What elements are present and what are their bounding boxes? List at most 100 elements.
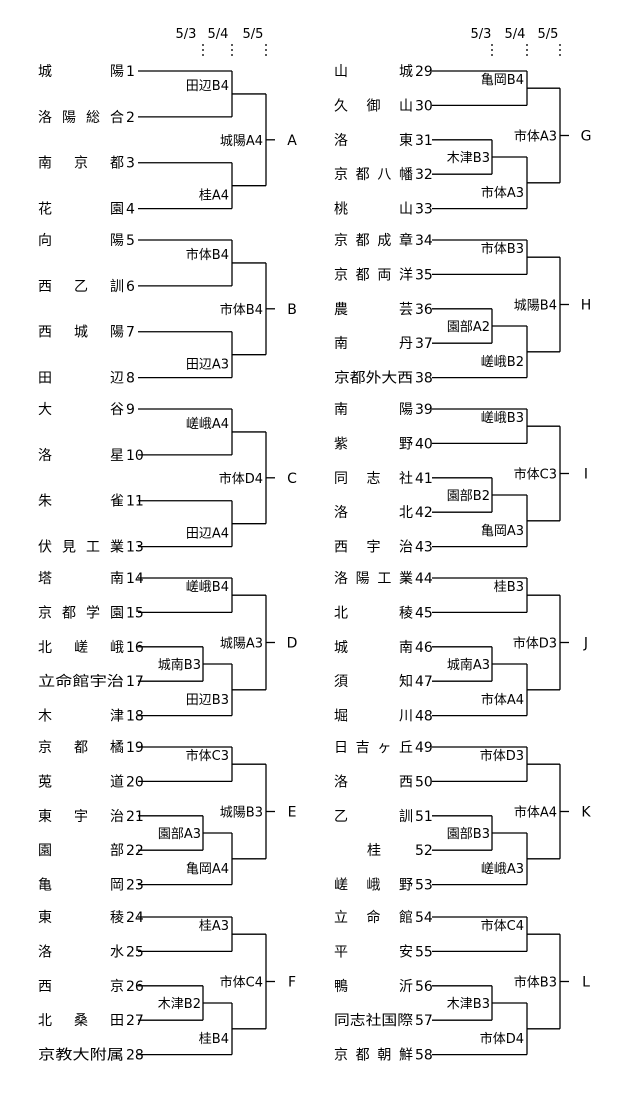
venue-label: 市体D4 xyxy=(480,1031,524,1047)
team-name-char: 総 xyxy=(86,110,100,126)
team-name-char: 日 xyxy=(334,740,348,756)
group-label: K xyxy=(581,805,591,821)
team-name-char: 宇 xyxy=(367,540,381,556)
date-label: 5/4 xyxy=(505,27,526,42)
team-number: 22 xyxy=(126,843,144,859)
team-number: 21 xyxy=(126,809,144,825)
team-name-char: 都 xyxy=(356,267,370,283)
venue-label: 市体C4 xyxy=(220,975,263,991)
team-number: 36 xyxy=(415,302,433,318)
team-name-char: 御 xyxy=(367,98,381,114)
team-name-char: 陽 xyxy=(110,64,124,80)
team-name-char: 農 xyxy=(334,302,348,318)
team-number: 16 xyxy=(126,640,144,656)
team-number: 20 xyxy=(126,774,144,790)
team-name-char: 鴨 xyxy=(334,979,348,995)
team-number: 17 xyxy=(126,674,144,690)
venue-label: 市体C3 xyxy=(186,748,229,764)
group-label: E xyxy=(288,805,297,821)
team-number: 33 xyxy=(415,202,433,218)
team-name-char: 西 xyxy=(334,540,348,556)
venue-label: 嵯峨A3 xyxy=(481,862,524,877)
team-name-char: 見 xyxy=(62,540,76,556)
venue-label: 市体D3 xyxy=(480,748,524,764)
team-name-char: 京 xyxy=(334,1048,348,1064)
team-name-char: 伏 xyxy=(38,540,52,556)
team-name-char: 宇 xyxy=(74,809,88,825)
team-name-char: 西 xyxy=(38,979,52,995)
group-label: B xyxy=(287,302,297,318)
venue-label: 園部B2 xyxy=(447,489,490,504)
team-name-char: 南 xyxy=(38,156,52,172)
team-name-char: 工 xyxy=(86,540,100,556)
group-label: D xyxy=(287,636,298,652)
team-name-char: 北 xyxy=(38,1013,52,1029)
team-name-char: 園 xyxy=(110,202,124,218)
group-label: I xyxy=(584,467,588,483)
team-number: 35 xyxy=(415,267,433,283)
team-name-char: 稜 xyxy=(399,605,413,621)
team-name-char: 桑 xyxy=(74,1013,88,1029)
team-name-char: 北 xyxy=(399,505,413,521)
team-name-char: 都 xyxy=(110,156,124,172)
team-number: 53 xyxy=(415,878,433,894)
team-number: 45 xyxy=(415,605,433,621)
team-name-char: 大 xyxy=(38,402,52,418)
team-name-char: 安 xyxy=(399,944,413,960)
team-name-char: 同 xyxy=(334,471,348,487)
team-name-char: 工 xyxy=(377,571,391,587)
venue-label: 亀岡B4 xyxy=(481,73,524,88)
team-name-char: 園 xyxy=(110,605,124,621)
team-name-char: 学 xyxy=(86,605,100,621)
team-name-char: 花 xyxy=(38,202,52,218)
team-name-char: 東 xyxy=(399,133,413,149)
team-name-char: 田 xyxy=(38,371,52,387)
date-label: 5/4 xyxy=(208,27,229,42)
team-number: 43 xyxy=(415,540,433,556)
team-number: 30 xyxy=(415,98,433,114)
team-name: 桂 xyxy=(367,843,381,859)
team-name-char: 嵯 xyxy=(334,878,348,894)
team-name-char: 陽 xyxy=(62,110,76,126)
team-name-char: 幡 xyxy=(399,167,413,183)
venue-label: 市体B3 xyxy=(481,241,524,257)
team-name-char: 京 xyxy=(38,740,52,756)
venue-label: 市体A4 xyxy=(514,805,557,821)
team-name-char: 丹 xyxy=(399,336,413,352)
team-number: 42 xyxy=(415,505,433,521)
venue-label: 園部A2 xyxy=(447,320,490,335)
team-number: 51 xyxy=(415,809,433,825)
date-label: 5/3 xyxy=(471,27,492,42)
team-number: 10 xyxy=(126,448,144,464)
team-number: 48 xyxy=(415,709,433,725)
team-number: 6 xyxy=(126,279,135,295)
venue-label: 亀岡A4 xyxy=(186,862,229,877)
venue-label: 市体A3 xyxy=(514,129,557,145)
team-name-char: 亀 xyxy=(38,878,52,894)
date-label: 5/5 xyxy=(538,27,559,42)
team-name-char: 津 xyxy=(110,709,124,725)
venue-label: 市体D3 xyxy=(513,636,557,652)
venue-label: 木津B2 xyxy=(158,997,201,1012)
team-number: 27 xyxy=(126,1013,144,1029)
team-number: 37 xyxy=(415,336,433,352)
team-name-char: 洛 xyxy=(334,774,348,790)
venue-label: 市体C4 xyxy=(481,918,524,934)
team-name-char: 京 xyxy=(74,156,88,172)
team-name-char: 業 xyxy=(399,571,413,587)
team-name-char: 久 xyxy=(334,98,348,114)
team-number: 26 xyxy=(126,979,144,995)
team-name-char: 西 xyxy=(399,774,413,790)
venue-label: 城南A3 xyxy=(447,657,490,673)
team-name-char: 南 xyxy=(334,402,348,418)
team-name-char: 志 xyxy=(367,471,381,487)
team-number: 9 xyxy=(126,402,135,418)
team-number: 23 xyxy=(126,878,144,894)
venue-label: 木津B3 xyxy=(447,151,490,166)
team-name-char: 京 xyxy=(334,167,348,183)
team-number: 31 xyxy=(415,133,433,149)
team-number: 24 xyxy=(126,910,144,926)
team-name-char: 治 xyxy=(110,809,124,825)
team-name-char: 紫 xyxy=(334,436,348,452)
team-name-char: 北 xyxy=(38,640,52,656)
